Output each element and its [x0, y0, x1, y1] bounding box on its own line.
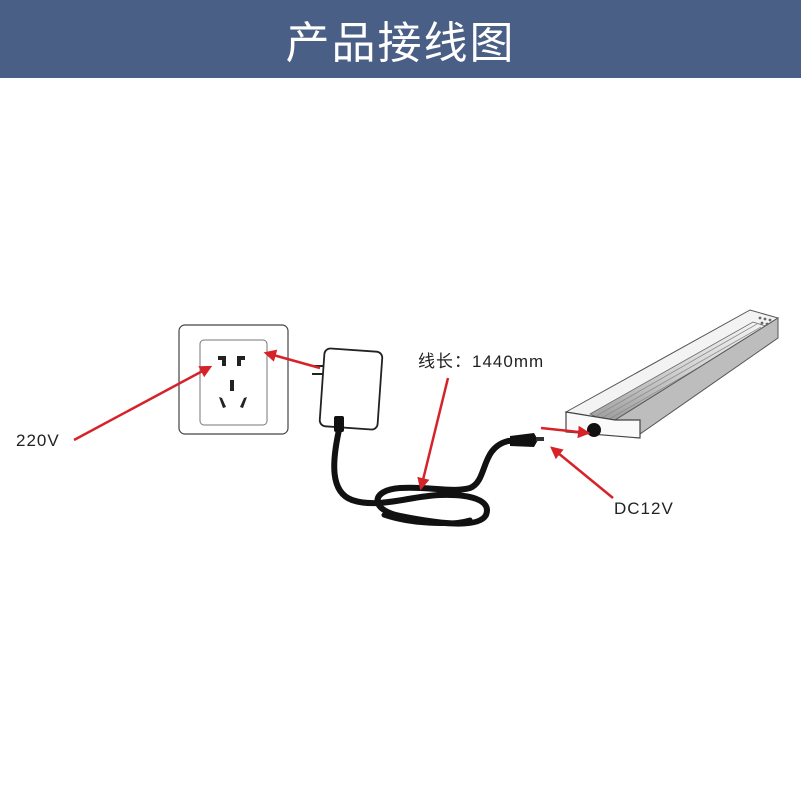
input-voltage-label: 220V — [16, 431, 60, 450]
header-banner: 产品接线图 — [0, 0, 801, 78]
arrow-to-dc-jack — [540, 425, 591, 439]
output-voltage-label: DC12V — [614, 499, 674, 518]
wall-socket — [178, 324, 289, 435]
page-title: 产品接线图 — [285, 18, 516, 69]
arrow-to-socket — [73, 365, 213, 442]
power-cable — [331, 427, 523, 527]
arrow-to-plug-pins — [263, 349, 321, 370]
cable-length-label: 线长：1440mm — [418, 352, 545, 371]
indicator-arrows — [73, 349, 614, 499]
dc-plug — [510, 433, 544, 447]
socket-two-pin-slots — [218, 356, 245, 366]
led-light-bar — [564, 309, 780, 439]
socket-three-pin-slots — [219, 380, 247, 408]
power-adapter — [312, 347, 384, 432]
arrow-to-dc-plug — [550, 446, 614, 499]
arrow-to-cable — [417, 377, 450, 491]
bar-end-vent — [758, 316, 772, 326]
